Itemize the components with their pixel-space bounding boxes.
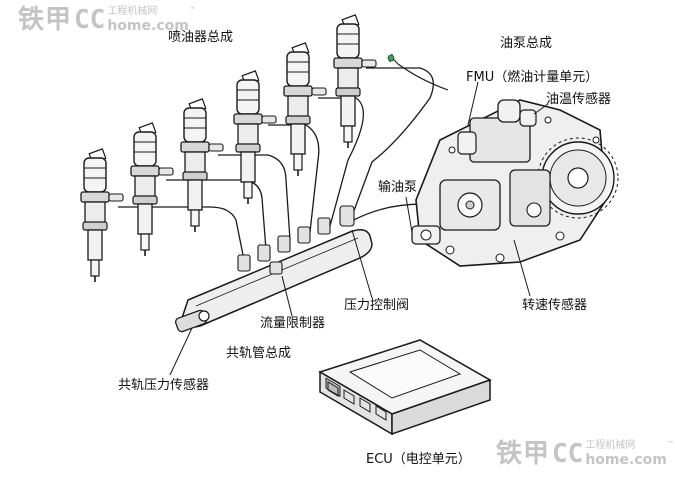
pump-drawing [411,99,619,267]
watermark-tm: ™ [188,6,196,14]
label-common-rail-assembly: 共轨管总成 [226,346,292,361]
watermark-letters: CC [552,439,584,469]
ecu-drawing [318,339,492,436]
watermark-brand: 铁甲 [496,439,551,469]
label-feed-pump: 输油泵 [378,180,418,195]
high-pressure-pipes [118,53,441,261]
watermark-site-en: home.com [107,18,189,34]
label-flow-limiter: 流量限制器 [260,316,326,331]
common-rail-drawing [174,205,373,333]
label-speed-sensor: 转速传感器 [522,298,588,313]
label-fmu: FMU（燃油计量单元） [466,70,599,85]
watermark-site-en: home.com [585,452,667,468]
leader-lines [169,81,549,376]
watermark-brand: 铁甲 [18,5,73,35]
label-pump-assembly: 油泵总成 [500,36,553,51]
watermark-letters: CC [74,5,106,35]
watermark-top-left: 铁甲 CC 工程机械网 home.com ™ [18,6,196,34]
label-rail-pressure-sensor: 共轨压力传感器 [118,378,210,393]
watermark-site-cn: 工程机械网 [585,440,636,451]
watermark-site-cn: 工程机械网 [107,6,158,17]
watermark-bottom-right: 铁甲 CC 工程机械网 home.com ™ [496,440,674,468]
watermark-tm: ™ [666,440,674,448]
label-pressure-control-valve: 压力控制阀 [344,298,410,313]
label-oil-temp-sensor: 油温传感器 [546,92,612,107]
label-injector-assembly: 喷油器总成 [168,30,234,45]
label-ecu: ECU（电控单元） [366,452,471,467]
